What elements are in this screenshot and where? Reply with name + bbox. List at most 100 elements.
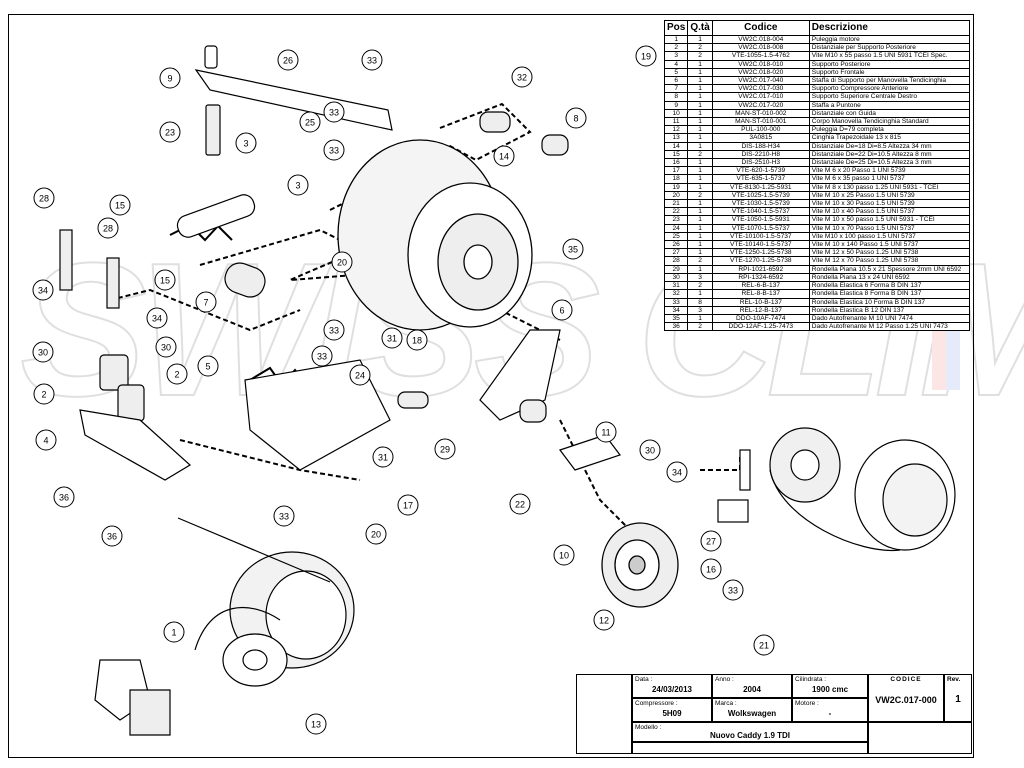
cell-desc: Staffa di Supporto per Manovella Tendici… — [808, 76, 971, 86]
cell-code: PUL-100-000 — [711, 125, 810, 135]
cell-code: RPI-1324-6592 — [711, 272, 810, 283]
cell-desc: Distanziale per Supporto Posteriore — [808, 43, 971, 53]
callout-28: 28 — [97, 217, 119, 239]
cell-code: VTE-1050-1.5-5931 — [711, 215, 810, 225]
callout-label: 36 — [59, 493, 69, 503]
cell-code: VTE-8130-1.25-5931 — [711, 182, 810, 192]
callout-33: 33 — [273, 505, 295, 527]
callout-label: 33 — [329, 146, 339, 156]
callout-29: 29 — [434, 438, 456, 460]
col-desc: Descrizione — [808, 20, 971, 36]
callout-label: 33 — [317, 352, 327, 362]
callout-label: 33 — [728, 586, 738, 596]
marca-cell: Marca : Wolkswagen — [712, 698, 792, 722]
cell-pos: 13 — [663, 133, 689, 143]
callout-31: 31 — [381, 327, 403, 349]
cell-desc: Distanziale con Guida — [808, 108, 971, 119]
callout-9: 9 — [159, 67, 181, 89]
cell-pos: 33 — [663, 297, 689, 307]
cell-desc: Vite M 10 x 70 Passo 1.5 UNI 5737 — [808, 223, 971, 233]
cell-desc: Vite M 6 x 20 Passo 1 UNI 5739 — [808, 166, 971, 176]
compressor-main — [337, 139, 533, 331]
cell-code: DDO-12AF-1.25-7473 — [711, 322, 810, 332]
cell-qty: 1 — [687, 174, 713, 184]
callout-label: 17 — [403, 501, 413, 511]
cell-code: VW2C.018-004 — [711, 34, 810, 45]
callout-35: 35 — [562, 238, 584, 260]
cell-pos: 8 — [663, 92, 689, 102]
cell-code: VW2C.018-020 — [711, 67, 810, 78]
callout-label: 33 — [329, 326, 339, 336]
cell-desc: Vite M 10 x 40 Passo 1.5 UNI 5737 — [808, 207, 971, 217]
compressore-cell: Compressore : 5H09 — [632, 698, 712, 722]
cell-pos: 28 — [663, 256, 689, 266]
codice-value: VW2C.017-000 — [875, 695, 937, 705]
callout-label: 8 — [573, 114, 578, 124]
callout-5: 5 — [197, 355, 219, 377]
callout-label: 22 — [515, 500, 525, 510]
cell-qty: 1 — [687, 199, 713, 209]
cell-desc: Vite M 10 x 25 Passo 1.5 UNI 5739 — [808, 190, 971, 201]
cell-qty: 1 — [687, 223, 713, 233]
modello-value: Nuovo Caddy 1.9 TDI — [709, 731, 790, 740]
cell-desc: Vite M 12 x 70 Passo 1.25 UNI 5738 — [808, 256, 971, 266]
cell-qty: 1 — [687, 125, 713, 135]
callout-11: 11 — [595, 421, 617, 443]
cell-desc: Dado Autofrenante M 10 UNI 7474 — [808, 313, 971, 324]
cell-pos: 9 — [663, 100, 689, 110]
callout-30: 30 — [639, 439, 661, 461]
cell-pos: 25 — [663, 231, 689, 242]
cell-code: DDO-10AF-7474 — [711, 313, 810, 324]
callout-34: 34 — [32, 279, 54, 301]
cell-code: VW2C.017-010 — [711, 92, 810, 102]
anno-cell: Anno : 2004 — [712, 674, 792, 698]
cilindrata-label: Cilindrata : — [795, 676, 827, 683]
cell-pos: 27 — [663, 248, 689, 258]
cilindrata-value: 1900 cmc — [811, 685, 849, 694]
cell-qty: 1 — [687, 248, 713, 258]
callout-19: 19 — [635, 45, 657, 67]
cell-code: VTE-1270-1.25-5738 — [711, 256, 810, 266]
dashed-group-top — [439, 102, 532, 162]
callout-26: 26 — [277, 49, 299, 71]
cell-code: VTE-1055-1.5-4762 — [711, 51, 810, 61]
modello-cell: Modello : Nuovo Caddy 1.9 TDI — [632, 722, 868, 742]
callout-label: 31 — [378, 453, 388, 463]
callout-label: 27 — [706, 537, 716, 547]
callout-label: 11 — [601, 428, 610, 438]
cell-code: DIS-188-H34 — [711, 141, 810, 151]
cell-qty: 1 — [687, 92, 713, 102]
callout-label: 34 — [38, 286, 48, 296]
cell-code: VTE-1025-1.5-5739 — [711, 190, 810, 201]
cell-code: RPI-1021-6592 — [711, 264, 810, 274]
cell-code: VW2C.017-030 — [711, 84, 810, 94]
cell-pos: 4 — [663, 59, 689, 69]
rev-value: 1 — [955, 694, 961, 705]
cell-pos: 12 — [663, 125, 689, 135]
cell-code: VTE-1040-1.5-5737 — [711, 207, 810, 217]
callout-label: 28 — [103, 224, 113, 234]
cell-code: VTE-620-1-5739 — [711, 166, 810, 176]
data-value: 24/03/2013 — [651, 685, 693, 694]
callout-label: 30 — [38, 348, 48, 358]
callout-label: 20 — [371, 530, 381, 540]
callout-label: 10 — [559, 551, 569, 561]
callout-18: 18 — [406, 329, 428, 351]
cell-desc: Corpo Manovella Tendicinghia Standard — [808, 117, 971, 127]
callout-label: 33 — [329, 108, 339, 118]
callout-7: 7 — [195, 291, 217, 313]
modello-label: Modello : — [635, 724, 662, 731]
